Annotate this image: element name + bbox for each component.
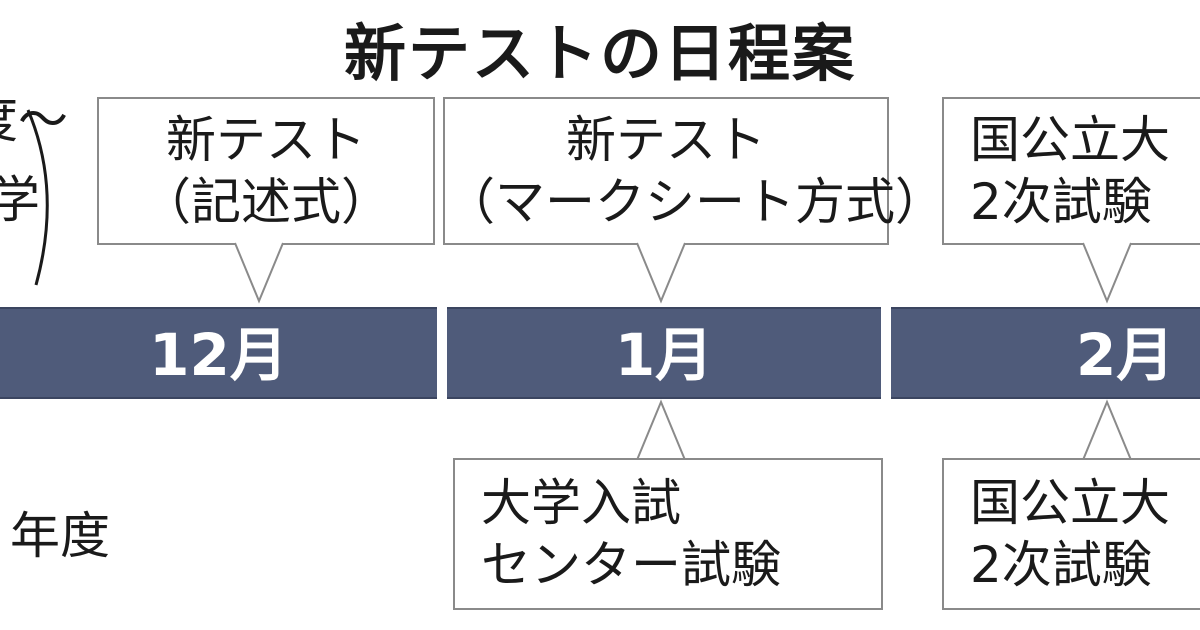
- edge-fragment-top-2: 学: [0, 171, 40, 229]
- callout-line-1: 国公立大: [970, 111, 1170, 169]
- callout-line-2: センター試験: [481, 536, 781, 594]
- callout-tail-up: [1082, 399, 1132, 461]
- callout-center-exam: 大学入試 センター試験: [453, 458, 883, 610]
- bracket-curve: [26, 109, 49, 286]
- callout-line-1: 国公立大: [970, 474, 1170, 532]
- edge-fragment-bottom: 年度: [10, 507, 110, 565]
- callout-tail-down: [1082, 241, 1132, 304]
- callout-tail-down: [234, 241, 284, 304]
- callout-line-2: （記述式）: [141, 173, 391, 231]
- callout-tail-up: [636, 399, 686, 461]
- month-bar-february: 2月: [891, 307, 1200, 399]
- callout-line-2: 2次試験: [970, 536, 1152, 594]
- callout-new-test-marksheet: 新テスト （マークシート方式）: [443, 97, 945, 245]
- callout-tail-down: [636, 241, 686, 304]
- diagram-title: 新テストの日程案: [343, 17, 856, 90]
- month-bar-december: 12月: [0, 307, 437, 399]
- month-bar-january: 1月: [447, 307, 881, 399]
- callout-national-second-exam-current: 国公立大 2次試験: [942, 458, 1200, 610]
- callout-line-1: 大学入試: [481, 474, 681, 532]
- callout-line-2: （マークシート方式）: [445, 173, 945, 231]
- callout-new-test-written: 新テスト （記述式）: [97, 97, 435, 245]
- callout-national-second-exam-new: 国公立大 2次試験: [942, 97, 1200, 245]
- callout-line-1: 新テスト: [166, 111, 366, 169]
- callout-line-1: 新テスト: [566, 111, 766, 169]
- edge-fragment-top: 度～: [0, 91, 68, 149]
- callout-line-2: 2次試験: [970, 173, 1152, 231]
